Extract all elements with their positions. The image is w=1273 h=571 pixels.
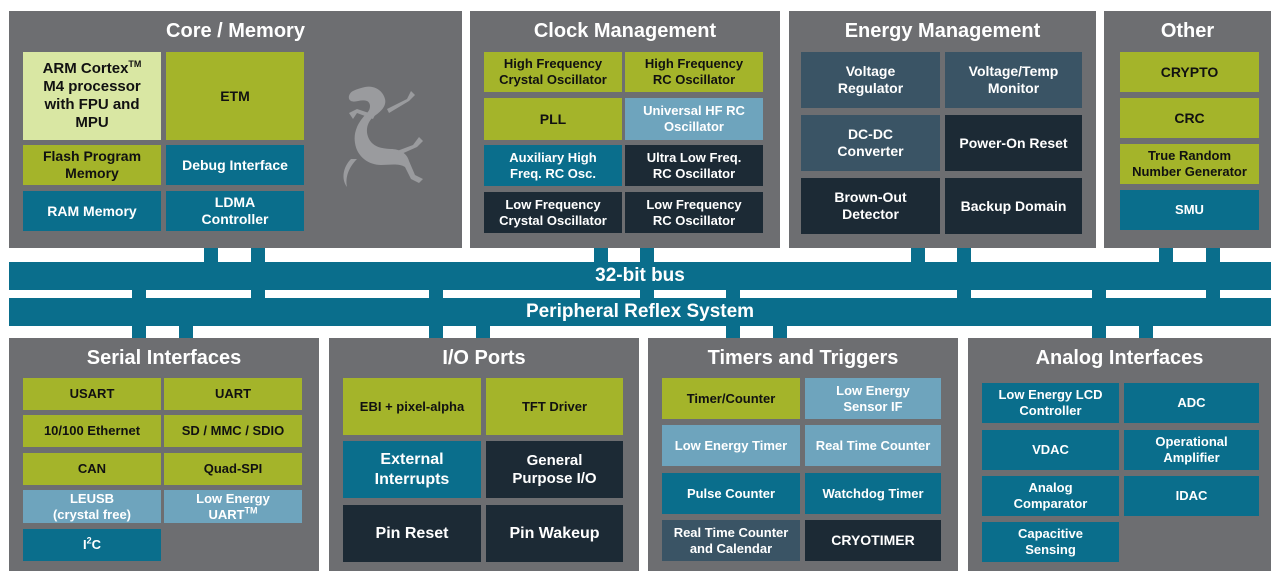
gecko-logo-icon [343,86,423,187]
sd-mmc-sdio-block: SD / MMC / SDIO [164,415,302,447]
usart-block: USART [23,378,161,410]
bus-connector [179,324,193,338]
ultra-low-freq-rc-oscillator-block: Ultra Low Freq.RC Oscillator [625,145,763,186]
low-energy-timer-block: Low Energy Timer [662,425,800,466]
leusb-block: LEUSB(crystal free) [23,490,161,523]
bus-connector [1159,248,1173,262]
pll-block: PLL [484,98,622,140]
pin-wakeup-block: Pin Wakeup [486,505,623,562]
bus-32bit: 32-bit bus [9,262,1271,290]
uart-block: UART [164,378,302,410]
ram-memory-block: RAM Memory [23,191,161,231]
timer-counter-block: Timer/Counter [662,378,800,419]
smu-block: SMU [1120,190,1259,230]
ethernet-block: 10/100 Ethernet [23,415,161,447]
bus-connector [204,248,218,262]
panel-title: I/O Ports [442,347,526,369]
panel-title: Analog Interfaces [1035,347,1204,369]
adc-block: ADC [1124,383,1259,423]
panel-serial-interfaces: Serial Interfaces USART UART 10/100 Ethe… [9,338,319,571]
backup-domain-block: Backup Domain [945,178,1082,234]
panel-title: Core / Memory [166,20,305,42]
ebi-pixel-alpha-block: EBI + pixel-alpha [343,378,481,435]
pin-reset-block: Pin Reset [343,505,481,562]
power-on-reset-block: Power-On Reset [945,115,1082,171]
panel-title: Clock Management [533,20,717,42]
panel-title: Energy Management [844,20,1041,42]
bus-connector [1139,324,1153,338]
pulse-counter-block: Pulse Counter [662,473,800,514]
quad-spi-block: Quad-SPI [164,453,302,485]
bus-connector [911,248,925,262]
etm-block: ETM [166,52,304,140]
panel-title: Serial Interfaces [86,347,242,369]
tft-driver-block: TFT Driver [486,378,623,435]
panel-title: Other [1160,20,1215,42]
bus-connector [594,248,608,262]
i2c-block: I2C [23,529,161,561]
bus-connector [476,324,490,338]
watchdog-timer-block: Watchdog Timer [805,473,941,514]
debug-interface-block: Debug Interface [166,145,304,185]
panel-title: Timers and Triggers [707,347,899,369]
idac-block: IDAC [1124,476,1259,516]
can-block: CAN [23,453,161,485]
crc-block: CRC [1120,98,1259,138]
vdac-block: VDAC [982,430,1119,470]
panel-io-ports: I/O Ports EBI + pixel-alpha TFT Driver E… [329,338,639,571]
crypto-block: CRYPTO [1120,52,1259,92]
bus-connector [773,324,787,338]
peripheral-reflex-system-bus: Peripheral Reflex System [9,298,1271,326]
real-time-counter-block: Real Time Counter [805,425,941,466]
cryotimer-block: CRYOTIMER [805,520,941,561]
panel-timers-triggers: Timers and Triggers Timer/Counter Low En… [648,338,958,571]
